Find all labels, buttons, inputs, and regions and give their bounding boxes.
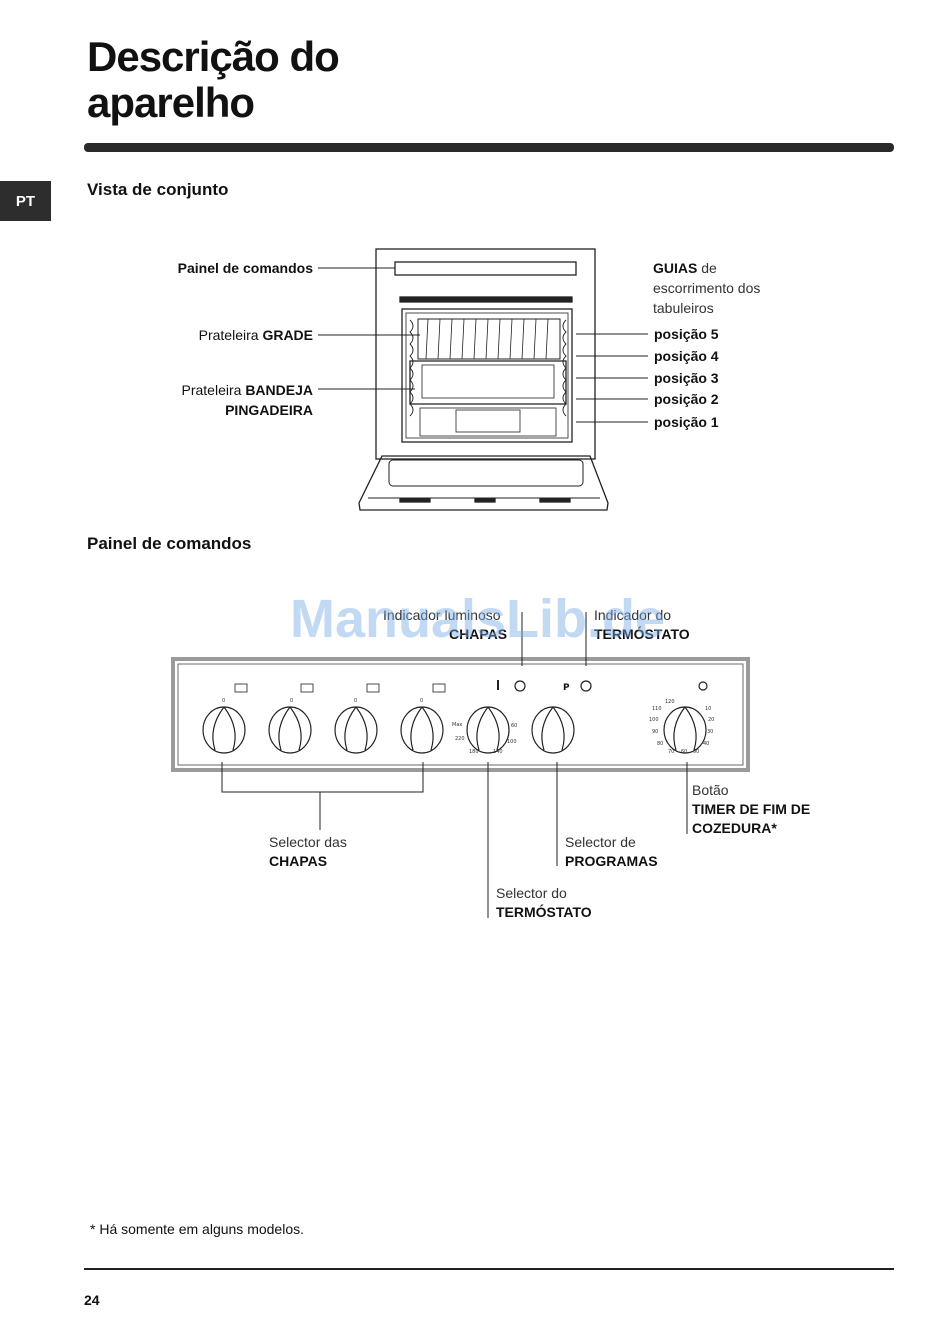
svg-text:220: 220: [455, 736, 465, 742]
svg-text:20: 20: [708, 717, 714, 723]
svg-text:60: 60: [511, 723, 517, 729]
svg-text:0: 0: [290, 698, 293, 704]
watermark: ManualsLib.de: [290, 589, 666, 649]
position-3-label: posição 3: [654, 370, 719, 386]
thermostat-marks: Max 220 180 140 100 60: [452, 722, 517, 755]
svg-text:Max: Max: [452, 722, 462, 728]
position-2-label: posição 2: [654, 391, 719, 407]
language-tab: PT: [0, 181, 51, 221]
rack-label: Prateleira GRADE: [120, 325, 313, 345]
tray-label-bold-1: BANDEJA: [245, 382, 313, 398]
tray-label-bold-2: PINGADEIRA: [225, 402, 313, 418]
thermostat-indicator-label-2: TERMÓSTATO: [594, 626, 690, 642]
svg-text:40: 40: [703, 741, 709, 747]
hotplate-knob-1: [202, 683, 248, 754]
hotplate-selector-label-2: CHAPAS: [269, 853, 328, 869]
svg-text:90: 90: [652, 729, 658, 735]
program-indicator-letter: P: [563, 683, 570, 693]
guides-label-rest-1: de: [701, 260, 717, 276]
svg-text:0: 0: [354, 698, 357, 704]
rack-label-prefix: Prateleira: [198, 327, 259, 343]
position-4-label: posição 4: [654, 348, 719, 364]
hotplate-knob-2: [268, 683, 314, 754]
control-panel-heading: Painel de comandos: [87, 534, 252, 553]
timer-label-2: TIMER DE FIM DE: [692, 801, 811, 817]
page-title: Descrição do aparelho: [87, 33, 340, 126]
hotplates-indicator-label-2: CHAPAS: [449, 626, 508, 642]
oven-diagram: [318, 248, 648, 511]
timer-label-3: COZEDURA*: [692, 820, 777, 836]
hotplate-knob-4: [400, 683, 446, 754]
svg-text:100: 100: [507, 739, 517, 745]
page-number: 24: [84, 1292, 100, 1308]
svg-text:100: 100: [649, 717, 659, 723]
guides-label-rest-3: tabuleiros: [653, 300, 714, 316]
guides-label-rest-2: escorrimento dos: [653, 280, 761, 296]
svg-text:50: 50: [693, 749, 699, 755]
svg-text:120: 120: [665, 699, 675, 705]
timer-label-1: Botão: [692, 782, 729, 798]
svg-text:60: 60: [681, 749, 687, 755]
tray-label: Prateleira BANDEJA PINGADEIRA: [120, 380, 314, 420]
svg-text:70: 70: [668, 749, 674, 755]
svg-text:180: 180: [469, 749, 479, 755]
thermostat-selector-label-2: TERMÓSTATO: [496, 904, 592, 920]
guides-label-bold: GUIAS: [653, 260, 698, 276]
tray-label-prefix: Prateleira: [181, 382, 242, 398]
svg-text:110: 110: [652, 706, 662, 712]
control-panel-frame: [171, 657, 750, 772]
hotplates-indicator-label-1: Indicador luminoso: [383, 607, 501, 623]
program-selector-label-1: Selector de: [565, 834, 636, 850]
rack-label-bold: GRADE: [262, 327, 313, 343]
program-knob: [531, 706, 575, 754]
timer-knob: [663, 706, 707, 754]
control-panel-strip: [394, 261, 577, 276]
hotplates-indicator-light: [514, 680, 526, 692]
position-5-label: posição 5: [654, 326, 719, 342]
oven-door: [358, 455, 609, 511]
guides-label: GUIAS de escorrimento dos tabuleiros: [653, 258, 813, 318]
position-1-label: posição 1: [654, 414, 719, 430]
control-panel-label: Painel de comandos: [177, 260, 313, 276]
rack-shelf: [417, 318, 561, 360]
svg-text:30: 30: [707, 729, 713, 735]
svg-text:140: 140: [493, 749, 503, 755]
svg-text:10: 10: [705, 706, 711, 712]
program-selector-label-2: PROGRAMAS: [565, 853, 658, 869]
hotplate-knob-3: [334, 683, 380, 754]
drip-tray: [409, 360, 567, 405]
footer-rule: [84, 1268, 894, 1270]
svg-text:0: 0: [420, 698, 423, 704]
svg-text:80: 80: [657, 741, 663, 747]
oven-body: [358, 248, 609, 511]
thermostat-selector-label-1: Selector do: [496, 885, 567, 901]
thermostat-knob: [466, 706, 510, 754]
hotplate-selector-label-1: Selector das: [269, 834, 347, 850]
overview-heading: Vista de conjunto: [87, 180, 229, 199]
svg-text:0: 0: [222, 698, 225, 704]
footnote: * Há somente em alguns modelos.: [90, 1221, 304, 1237]
thermostat-indicator-light: [580, 680, 592, 692]
title-rule: [84, 143, 894, 152]
thermostat-indicator-label-1: Indicador do: [594, 607, 672, 623]
